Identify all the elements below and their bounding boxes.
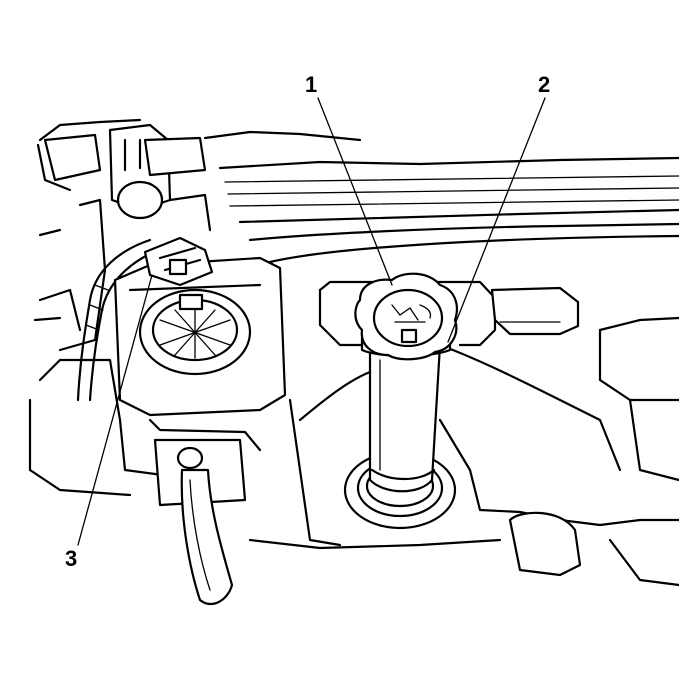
engine-cover: [203, 130, 679, 482]
electrical-connector: [143, 236, 214, 287]
leader-line-1: [317, 97, 393, 286]
callout-3: 3: [65, 546, 78, 571]
lower-housing: [248, 398, 679, 587]
left-casing: [28, 358, 262, 497]
wiring-harness: [76, 238, 160, 402]
sensor-housing: [113, 256, 287, 417]
leader-line-3: [77, 274, 153, 546]
callout-2: 2: [538, 72, 551, 97]
leader-line-2: [447, 97, 546, 343]
callout-1: 1: [305, 72, 318, 97]
filler-cap: [354, 272, 458, 361]
leader-lines: [77, 97, 546, 546]
hose: [153, 438, 247, 606]
left-bracket-assembly: [33, 118, 212, 352]
